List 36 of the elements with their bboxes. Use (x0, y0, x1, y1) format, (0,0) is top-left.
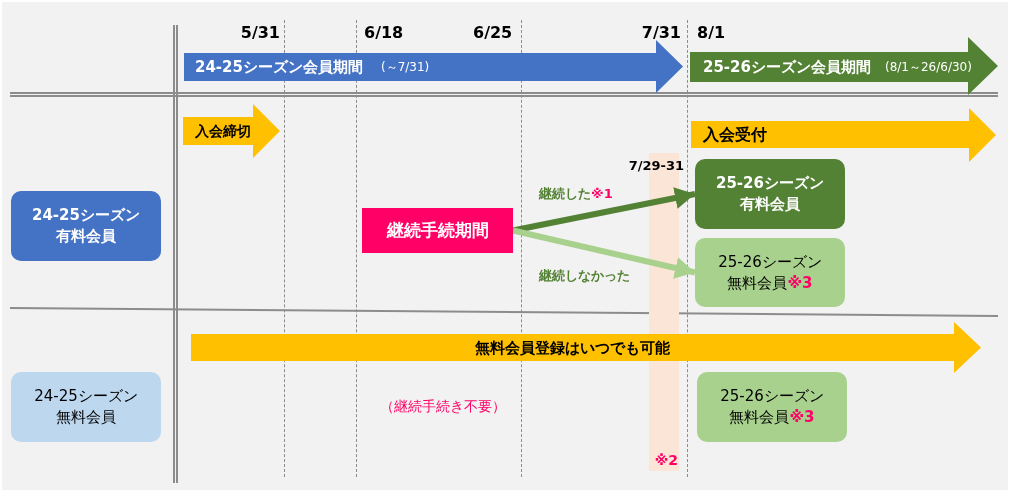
box-label: 継続手続期間 (386, 220, 489, 241)
member-box (695, 238, 845, 307)
timeline-bar (690, 37, 998, 95)
footnote-mark: ※2 (654, 451, 678, 469)
member-box (11, 191, 161, 261)
box-label: 25-26シーズン無料会員※3 (717, 251, 823, 294)
date-label: 7/31 (641, 23, 681, 43)
timeline-bar (183, 104, 280, 158)
box-label: 24-25シーズン有料会員 (31, 205, 141, 247)
timeline-bar (191, 322, 981, 373)
period-note: (8/1～26/6/30) (885, 59, 972, 75)
bar-label: 入会締切 (195, 122, 251, 140)
box-label: 24-25シーズン無料会員 (33, 386, 139, 428)
member-box (697, 372, 847, 442)
date-label: 5/31 (240, 23, 280, 43)
period-note: (～7/31) (381, 59, 430, 75)
timeline-bar (691, 108, 996, 162)
box-label: 25-26シーズン有料会員 (715, 173, 825, 215)
bar-label: 25-26シーズン会員期間 (703, 58, 871, 76)
note-text: （継続手続き不要） (380, 397, 506, 415)
bar-label: 無料会員登録はいつでも可能 (475, 338, 670, 357)
box-label: 25-26シーズン無料会員※3 (719, 386, 825, 428)
member-box (695, 159, 845, 229)
bar-label: 入会受付 (703, 124, 767, 145)
member-box (11, 372, 161, 442)
date-label: 6/18 (364, 23, 404, 43)
date-label: 8/1 (697, 23, 726, 43)
date-label: 7/29-31 (628, 158, 684, 174)
process-box (362, 208, 513, 253)
date-label: 6/25 (473, 23, 513, 43)
bar-label: 24-25シーズン会員期間 (195, 58, 363, 76)
timeline-bar (184, 40, 683, 93)
arrow (512, 187, 696, 234)
arrow (512, 227, 696, 279)
edge-label: 継続しなかった (539, 268, 630, 284)
edge-label: 継続した※1 (539, 186, 613, 202)
